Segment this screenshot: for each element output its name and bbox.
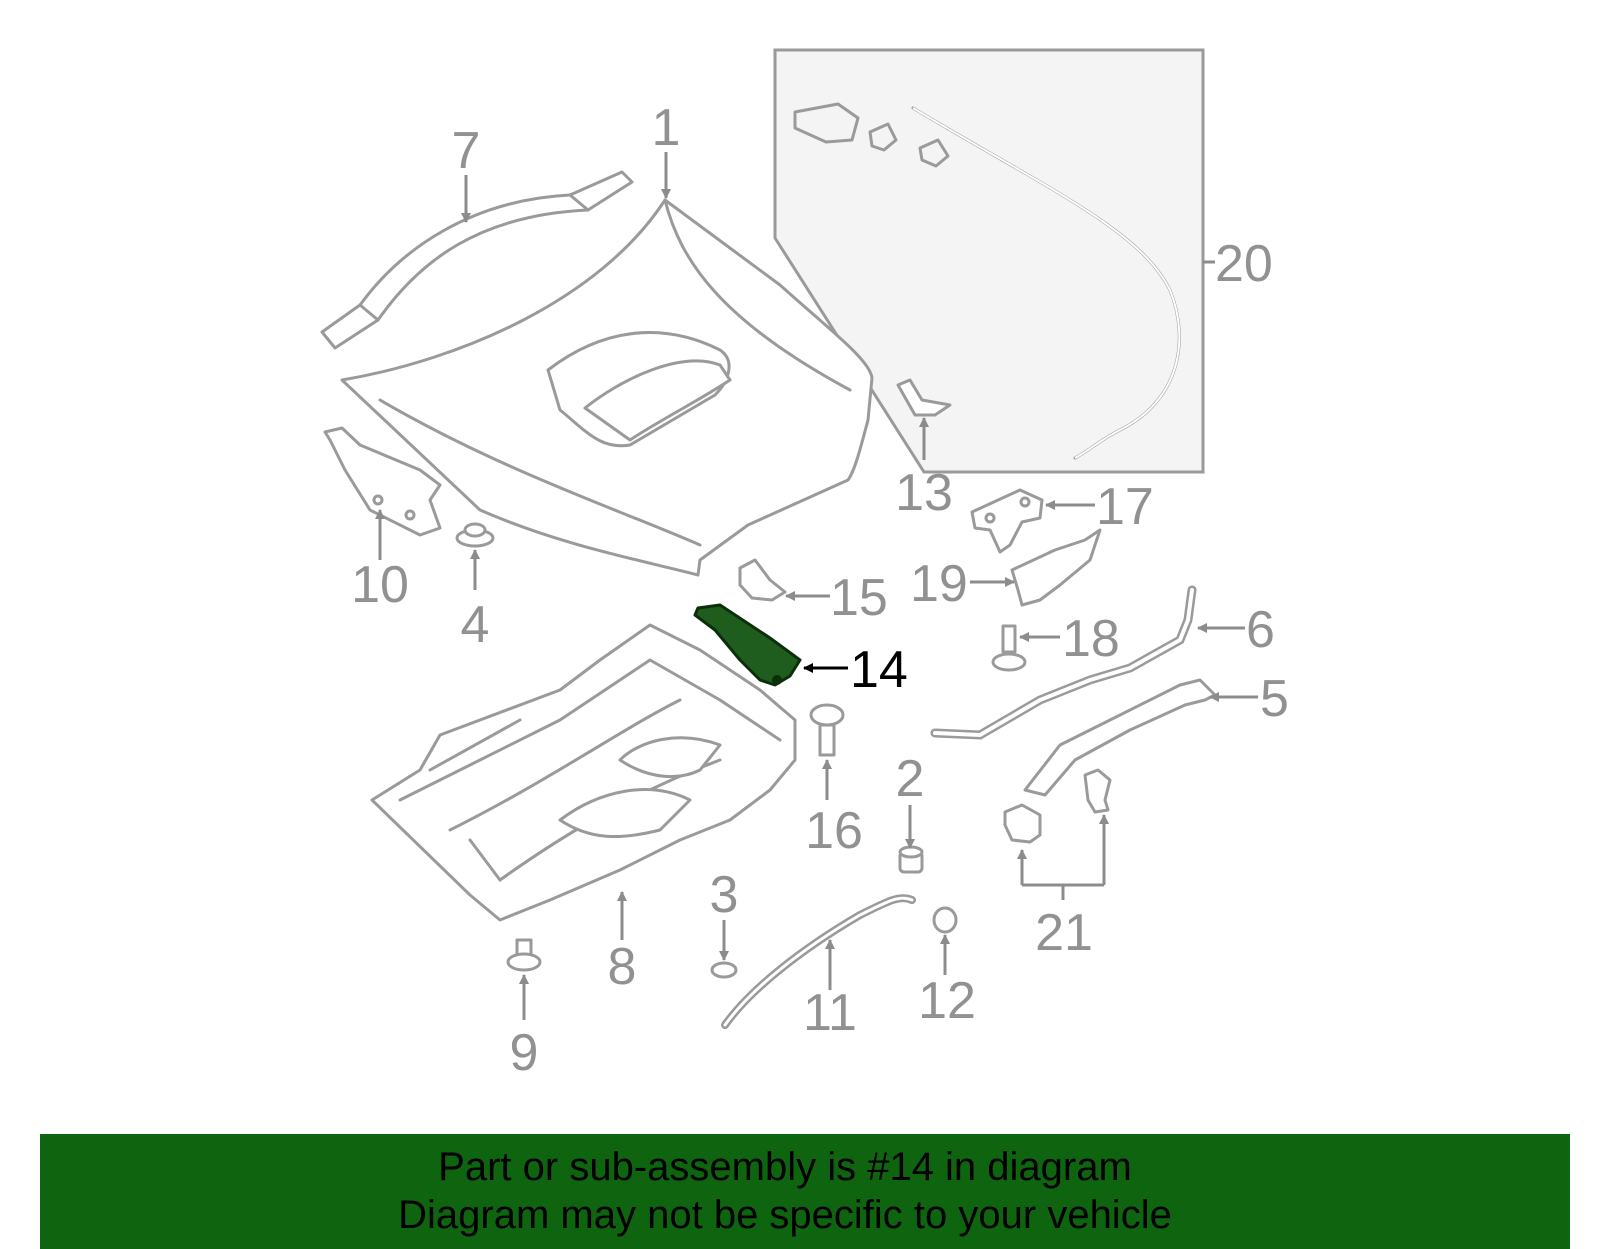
callout-labels: 1 7 20 13 17 10 19 15 4 6 18 14 5 2 16 3… — [351, 99, 1289, 1082]
label-14: 14 — [850, 641, 908, 699]
part-13-clip — [896, 378, 952, 417]
leader-lines — [375, 152, 1258, 1020]
label-5: 5 — [1260, 670, 1289, 728]
part-20-inset — [773, 48, 1205, 474]
label-15: 15 — [830, 569, 888, 627]
label-4: 4 — [461, 596, 490, 654]
label-9: 9 — [510, 1024, 539, 1082]
caption-banner: Part or sub-assembly is #14 in diagram D… — [40, 1134, 1570, 1249]
label-7: 7 — [452, 122, 481, 180]
part-21-clips — [1003, 768, 1112, 844]
label-1: 1 — [652, 99, 681, 157]
part-3-washer — [710, 961, 738, 979]
label-21: 21 — [1035, 904, 1093, 962]
part-14-highlighted — [693, 603, 802, 687]
part-4-bumper — [455, 522, 495, 548]
label-10: 10 — [351, 556, 409, 614]
part-9-clip — [506, 938, 542, 972]
label-17: 17 — [1096, 478, 1154, 536]
part-11-prop-rod — [721, 894, 916, 1029]
label-18: 18 — [1062, 610, 1120, 668]
caption-line-2: Diagram may not be specific to your vehi… — [398, 1193, 1172, 1237]
part-10-bracket — [323, 426, 442, 537]
part-7-weatherstrip — [320, 170, 634, 350]
label-2: 2 — [896, 750, 925, 808]
label-19: 19 — [910, 555, 968, 613]
label-8: 8 — [608, 938, 637, 996]
part-6-rod — [930, 585, 1197, 740]
part-2-cap — [898, 845, 924, 874]
part-18-bolt — [991, 624, 1027, 672]
part-15-clip — [738, 558, 787, 602]
part-19-bracket — [1010, 528, 1102, 607]
label-3: 3 — [710, 866, 739, 924]
label-20: 20 — [1215, 235, 1273, 293]
label-13: 13 — [895, 464, 953, 522]
part-12-grommet — [932, 906, 958, 934]
part-17-latch-plate — [970, 488, 1044, 554]
part-1-hood — [340, 198, 874, 577]
part-16-bolt — [809, 703, 845, 757]
label-16: 16 — [805, 802, 863, 860]
label-11: 11 — [803, 984, 857, 1042]
caption-line-1: Part or sub-assembly is #14 in diagram — [438, 1145, 1132, 1189]
label-12: 12 — [918, 972, 976, 1030]
label-6: 6 — [1246, 601, 1275, 659]
part-8-under-shield — [370, 623, 797, 922]
